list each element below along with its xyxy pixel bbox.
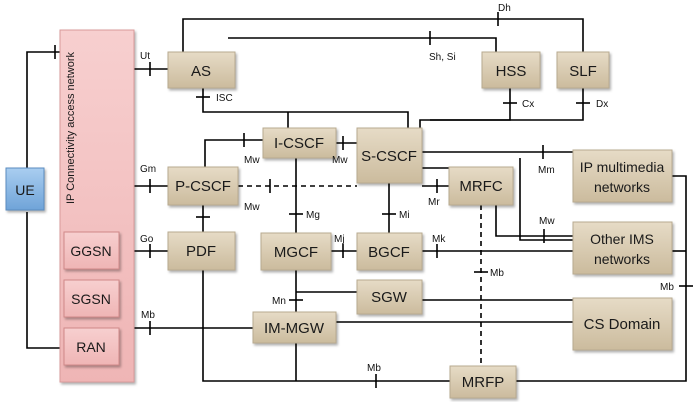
mrfc-label: MRFC [459, 178, 502, 195]
sgw-node[interactable] [356, 279, 423, 315]
mj-label: Mj [334, 234, 345, 245]
sgw-label: SGW [371, 289, 408, 306]
immgw-label: IM-MGW [264, 320, 325, 337]
access-network-label: IP Connectivity access network [65, 51, 77, 204]
mr-label: Mr [428, 197, 440, 208]
mi-label: Mi [399, 210, 410, 221]
pcscf-node[interactable] [167, 166, 239, 206]
shsi-label: Sh, Si [429, 52, 456, 63]
dashed-lines [238, 185, 482, 366]
mw2-label: Mw [332, 155, 348, 166]
bgcf-node[interactable] [356, 232, 423, 271]
ue-node[interactable] [5, 167, 45, 211]
mn-label: Mn [272, 296, 286, 307]
mb2-label: Mb [660, 282, 674, 293]
mb4-label: Mb [367, 363, 381, 374]
hss-node[interactable] [481, 51, 541, 89]
interface-ticks [54, 12, 693, 388]
ue-label: UE [15, 182, 34, 198]
icscf-node[interactable] [262, 127, 337, 159]
sgsn-node[interactable] [63, 279, 120, 318]
mm-label: Mm [538, 165, 555, 176]
slf-label: SLF [569, 63, 597, 80]
cx-label: Cx [522, 99, 534, 110]
mb3-label: Mb [141, 310, 155, 321]
mb1-label: Mb [490, 268, 504, 279]
pdf-label: PDF [186, 243, 216, 260]
icscf-label: I-CSCF [274, 135, 324, 152]
connection-lines [26, 18, 687, 382]
immgw-node[interactable] [252, 311, 337, 344]
shsi-link [228, 37, 497, 52]
mgcf-label: MGCF [274, 244, 318, 261]
isc-link [202, 88, 409, 128]
scscf-label: S-CSCF [361, 148, 417, 165]
isc-label: ISC [216, 93, 233, 104]
ipmm-label-line1: IP multimedia [580, 159, 665, 175]
scscf-node[interactable] [356, 127, 423, 184]
ggsn-label: GGSN [70, 243, 111, 259]
nodes [5, 51, 673, 399]
node-labels: UE GGSN SGSN RAN AS HSS SLF I-CSCF S-CSC… [15, 63, 664, 391]
dh-label: Dh [498, 3, 511, 14]
ue-bottom-link [26, 212, 60, 349]
ipmm-node[interactable] [572, 149, 673, 203]
mrfp-node[interactable] [449, 365, 517, 399]
slf-node[interactable] [556, 51, 610, 89]
ue-top-link [26, 51, 60, 168]
cx-link [419, 88, 511, 128]
gm-label: Gm [140, 164, 156, 175]
pcscf-label: P-CSCF [175, 178, 231, 195]
mk-label: Mk [432, 234, 446, 245]
ran-node[interactable] [63, 327, 120, 366]
otherims-label-line2: networks [594, 251, 650, 267]
hss-label: HSS [496, 63, 527, 80]
mg-label: Mg [306, 210, 320, 221]
ipmm-label-line2: networks [594, 179, 650, 195]
otherims-node[interactable] [572, 221, 673, 275]
mb-bottom-link [202, 265, 450, 382]
as-label: AS [191, 63, 211, 80]
mw1-label: Mw [244, 155, 260, 166]
interface-labels: Dh Ut Sh, Si ISC Cx Dx Gm Mw Mw Mw Mm Mw… [140, 3, 674, 374]
dx-label: Dx [596, 99, 608, 110]
ran-label: RAN [76, 339, 106, 355]
right-edge-link [516, 175, 687, 382]
dx-link [430, 88, 584, 121]
ggsn-node[interactable] [63, 231, 120, 270]
mw3-label: Mw [244, 202, 260, 213]
bgcf-label: BGCF [368, 244, 410, 261]
mrfp-label: MRFP [462, 374, 505, 391]
go-label: Go [140, 234, 154, 245]
dh-link [182, 18, 584, 52]
scscf-cs-link [519, 158, 573, 241]
sgsn-label: SGSN [71, 291, 111, 307]
access-network: IP Connectivity access network [59, 29, 135, 383]
pdf-node[interactable] [167, 231, 236, 271]
access-network-panel [59, 29, 135, 383]
mgcf-node[interactable] [260, 232, 332, 271]
cs-node[interactable] [572, 297, 673, 351]
as-node[interactable] [167, 51, 236, 89]
cs-label: CS Domain [584, 316, 661, 333]
otherims-label-line1: Other IMS [590, 231, 654, 247]
mrfc-node[interactable] [448, 166, 514, 206]
ut-label: Ut [140, 51, 150, 62]
mw4-label: Mw [539, 216, 555, 227]
